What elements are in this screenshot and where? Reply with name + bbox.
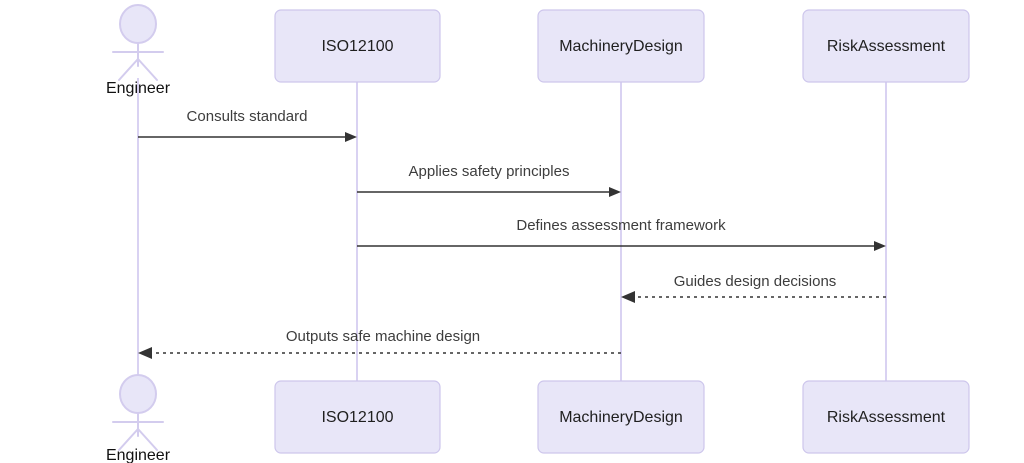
- participant-label-riskassessment-bottom: RiskAssessment: [827, 409, 946, 426]
- message-4-guides-design-decisions[interactable]: Guides design decisions: [621, 273, 886, 303]
- actor-leg-right-icon: [137, 428, 158, 451]
- participant-box-machinerydesign-bottom: [537, 380, 705, 454]
- message-label-4: Guides design decisions: [674, 273, 837, 290]
- message-arrowhead-2: [609, 187, 621, 197]
- actor-leg-left-icon: [118, 428, 139, 451]
- message-arrowhead-3: [874, 241, 886, 251]
- message-label-2: Applies safety principles: [409, 163, 570, 180]
- participant-machinerydesign-top[interactable]: MachineryDesign: [537, 9, 705, 83]
- participant-label-riskassessment-top: RiskAssessment: [827, 38, 946, 55]
- message-arrowhead-4: [621, 291, 635, 303]
- participant-label-machinerydesign-top: MachineryDesign: [559, 38, 683, 55]
- participant-box-riskassessment-top: [802, 9, 970, 83]
- participant-machinerydesign-bottom[interactable]: MachineryDesign: [537, 380, 705, 454]
- message-label-3: Defines assessment framework: [516, 217, 726, 234]
- message-1-consults-standard[interactable]: Consults standard: [138, 108, 357, 142]
- actor-head-icon: [119, 4, 157, 44]
- message-arrowhead-5: [138, 347, 152, 359]
- participant-label-iso12100-bottom: ISO12100: [321, 409, 393, 426]
- participant-box-riskassessment-bottom: [802, 380, 970, 454]
- participant-iso12100-bottom[interactable]: ISO12100: [274, 380, 441, 454]
- participant-box-iso12100-top: [274, 9, 441, 83]
- participant-box-iso12100-bottom: [274, 380, 441, 454]
- actor-head-icon: [119, 374, 157, 414]
- participant-label-engineer-bottom: Engineer: [106, 447, 171, 463]
- message-2-applies-safety-principles[interactable]: Applies safety principles: [357, 163, 621, 197]
- message-label-5: Outputs safe machine design: [286, 328, 480, 345]
- actor-leg-right-icon: [137, 58, 158, 81]
- participant-box-machinerydesign-top: [537, 9, 705, 83]
- participant-label-iso12100-top: ISO12100: [321, 38, 393, 55]
- participant-engineer-top[interactable]: Engineer: [106, 4, 171, 97]
- participant-riskassessment-bottom[interactable]: RiskAssessment: [802, 380, 970, 454]
- actor-leg-left-icon: [118, 58, 139, 81]
- participant-iso12100-top[interactable]: ISO12100: [274, 9, 441, 83]
- participant-riskassessment-top[interactable]: RiskAssessment: [802, 9, 970, 83]
- lifelines-group: [137, 78, 887, 381]
- participant-label-engineer-top: Engineer: [106, 80, 171, 97]
- participant-engineer-bottom[interactable]: Engineer: [106, 374, 171, 463]
- message-arrowhead-1: [345, 132, 357, 142]
- message-3-defines-assessment-framework[interactable]: Defines assessment framework: [357, 217, 886, 251]
- message-label-1: Consults standard: [187, 108, 308, 125]
- participant-label-machinerydesign-bottom: MachineryDesign: [559, 409, 683, 426]
- message-5-outputs-safe-machine-design[interactable]: Outputs safe machine design: [138, 328, 621, 359]
